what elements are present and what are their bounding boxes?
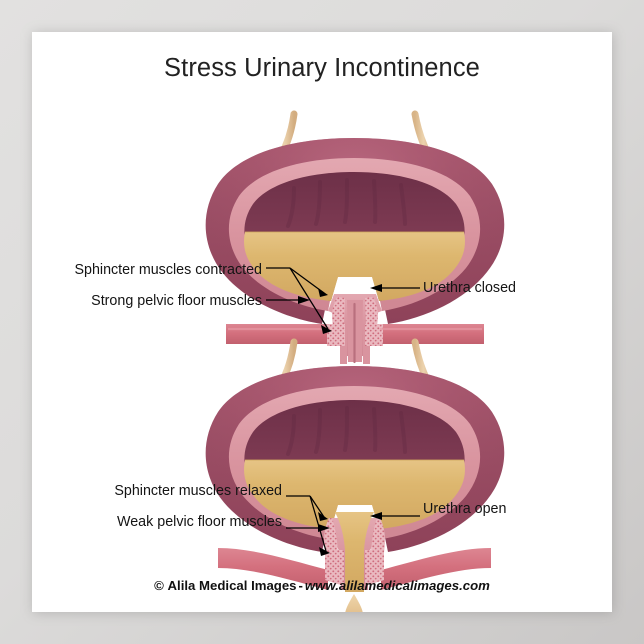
- leader-lines-lower: [286, 495, 420, 552]
- label-sphincter-contracted: Sphincter muscles contracted: [74, 262, 262, 278]
- urethra-closed: [328, 294, 382, 364]
- panel-continent-figure: [205, 110, 505, 364]
- urethra-lumen-open: [335, 512, 374, 592]
- anatomy-illustration: [32, 32, 612, 612]
- urine-leak-drops: [345, 594, 363, 612]
- sphincter-sag-left: [325, 550, 344, 586]
- label-weak-pelvic-floor: Weak pelvic floor muscles: [116, 514, 282, 530]
- credit-line: © Alila Medical Images-www.alilamedicali…: [32, 578, 612, 593]
- label-sphincter-relaxed: Sphincter muscles relaxed: [114, 483, 282, 499]
- bladder-rugae-upper: [286, 178, 407, 228]
- page-title: Stress Urinary Incontinence: [164, 54, 480, 82]
- sphincter-lower-relaxed-right: [371, 518, 385, 552]
- pelvic-floor-strong: [226, 324, 484, 346]
- urethra-open: [324, 512, 385, 592]
- sphincter-upper-left: [332, 297, 345, 325]
- credit-separator: -: [298, 578, 303, 593]
- urine-pool-lower: [244, 460, 465, 529]
- leader-arrowheads-upper: [298, 284, 382, 334]
- label-urethra-closed: Urethra closed: [423, 280, 516, 296]
- sphincter-lower-left: [327, 324, 345, 346]
- bladder-rugae-lower: [286, 406, 407, 456]
- sphincter-lower-right: [365, 324, 383, 346]
- label-urethra-open: Urethra open: [423, 501, 507, 517]
- copyright-symbol: ©: [154, 578, 164, 593]
- poster-sheet: Stress Urinary Incontinence: [32, 32, 612, 612]
- sphincter-sag-right: [365, 550, 384, 586]
- leader-arrowheads-lower: [318, 512, 382, 556]
- credit-owner: Alila Medical Images: [167, 578, 297, 593]
- panel-incontinent-figure: [205, 338, 505, 612]
- leak-drop-1: [345, 594, 363, 612]
- credit-url: www.alilamedicalimages.com: [304, 578, 490, 593]
- label-strong-pelvic-floor: Strong pelvic floor muscles: [91, 293, 262, 309]
- sphincter-lower-relaxed-left: [324, 518, 338, 552]
- sphincter-upper-right: [365, 297, 378, 325]
- pelvic-floor-weak: [218, 548, 491, 590]
